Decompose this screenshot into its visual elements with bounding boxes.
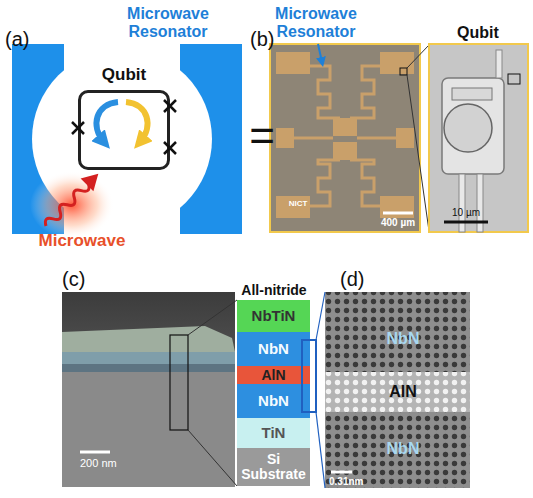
aln-lattice [325, 372, 470, 412]
pad [380, 52, 414, 74]
scale-label: 400 µm [381, 217, 415, 228]
zoom-line [188, 300, 237, 335]
microwave-wave [40, 167, 105, 232]
junction-cross [164, 100, 176, 112]
layer-label: NbN [387, 440, 420, 458]
zoom-box [400, 68, 407, 75]
pad [333, 118, 357, 136]
panel-letter: (d) [340, 268, 364, 290]
feedline [357, 137, 396, 140]
tin-layer: TiN [237, 418, 310, 448]
nbn-layer: NbN [237, 384, 310, 418]
layer-name: NbTiN [252, 308, 296, 324]
qubit-micrograph [429, 44, 528, 232]
equals-sign: = [249, 112, 275, 160]
tin-film [62, 364, 235, 372]
nbn-lattice [325, 292, 470, 488]
si-substrate [62, 372, 235, 487]
junction-cross [72, 122, 84, 134]
stack-heading: All-nitride [241, 283, 306, 298]
pointer-arrow [318, 44, 322, 62]
nbn-film [62, 352, 235, 364]
component-label: Qubit [457, 24, 499, 42]
zoom-box [170, 335, 188, 430]
scale-bar [80, 451, 110, 454]
layer-name: Si Substrate [237, 452, 310, 481]
layer-name: NbN [258, 393, 289, 409]
chip-pads [276, 52, 414, 218]
zoom-line [316, 292, 325, 340]
pad [276, 52, 310, 74]
pad [396, 128, 414, 148]
layer-label: NbN [387, 330, 420, 348]
node-heading: Qubit [61, 66, 187, 84]
qubit-lead [496, 50, 502, 78]
meander [310, 66, 340, 118]
aln-layer: AlN [237, 366, 310, 384]
josephson-junctions [72, 100, 176, 154]
panel-letter: (c) [62, 268, 85, 290]
scale-label: 0.31nm [329, 476, 363, 487]
nbn-layer: NbN [237, 332, 310, 366]
scale-label: 10 µm [452, 207, 480, 218]
aln-band [325, 372, 470, 412]
zoom-line [407, 45, 429, 68]
feedline [294, 137, 333, 140]
nbtin-film [62, 326, 235, 356]
nbtin-layer: NbTiN [237, 300, 310, 332]
pad [333, 142, 357, 160]
current-arrow [96, 102, 118, 142]
chip-photo [270, 44, 420, 232]
meander [350, 160, 380, 206]
signal-label: Microwave [39, 232, 126, 251]
pad [380, 196, 414, 218]
qubit-electrode [452, 88, 492, 100]
meander [350, 66, 380, 118]
scale-bar [331, 471, 352, 474]
substrate-layer: Si Substrate [237, 448, 310, 486]
component-label: Microwave Resonator [261, 5, 371, 40]
scale-bar [383, 212, 413, 215]
pad [276, 128, 294, 148]
qubit-pad-frame [442, 78, 504, 174]
qubit-loop: Qubit [78, 90, 170, 170]
scale-label: 200 nm [80, 457, 117, 469]
arrow-head [81, 167, 105, 191]
panel-letter: (a) [5, 28, 29, 50]
zoom-line [407, 75, 429, 231]
meander-resonators [294, 66, 396, 206]
wave-line [43, 180, 92, 229]
pad [276, 196, 310, 218]
sem-image [62, 292, 235, 487]
layer-label: AlN [389, 383, 417, 401]
panel-letter: (b) [250, 28, 274, 50]
microwave-glow [30, 171, 114, 239]
qubit-loop-photo [444, 104, 492, 152]
zoom-line [188, 430, 237, 486]
chip-logo: NICT [289, 200, 308, 209]
zoom-box [302, 340, 316, 412]
junction-box [508, 74, 520, 84]
component-label: Microwave Resonator [113, 5, 223, 40]
zoom-line [316, 412, 325, 488]
layer-name: AlN [261, 368, 285, 383]
scale-bar [444, 221, 488, 224]
layer-name: NbN [258, 341, 289, 357]
tem-image [325, 292, 470, 488]
junction-cross [164, 142, 176, 154]
layer-name: TiN [262, 425, 286, 441]
current-arrow [126, 102, 148, 142]
meander [310, 160, 340, 206]
